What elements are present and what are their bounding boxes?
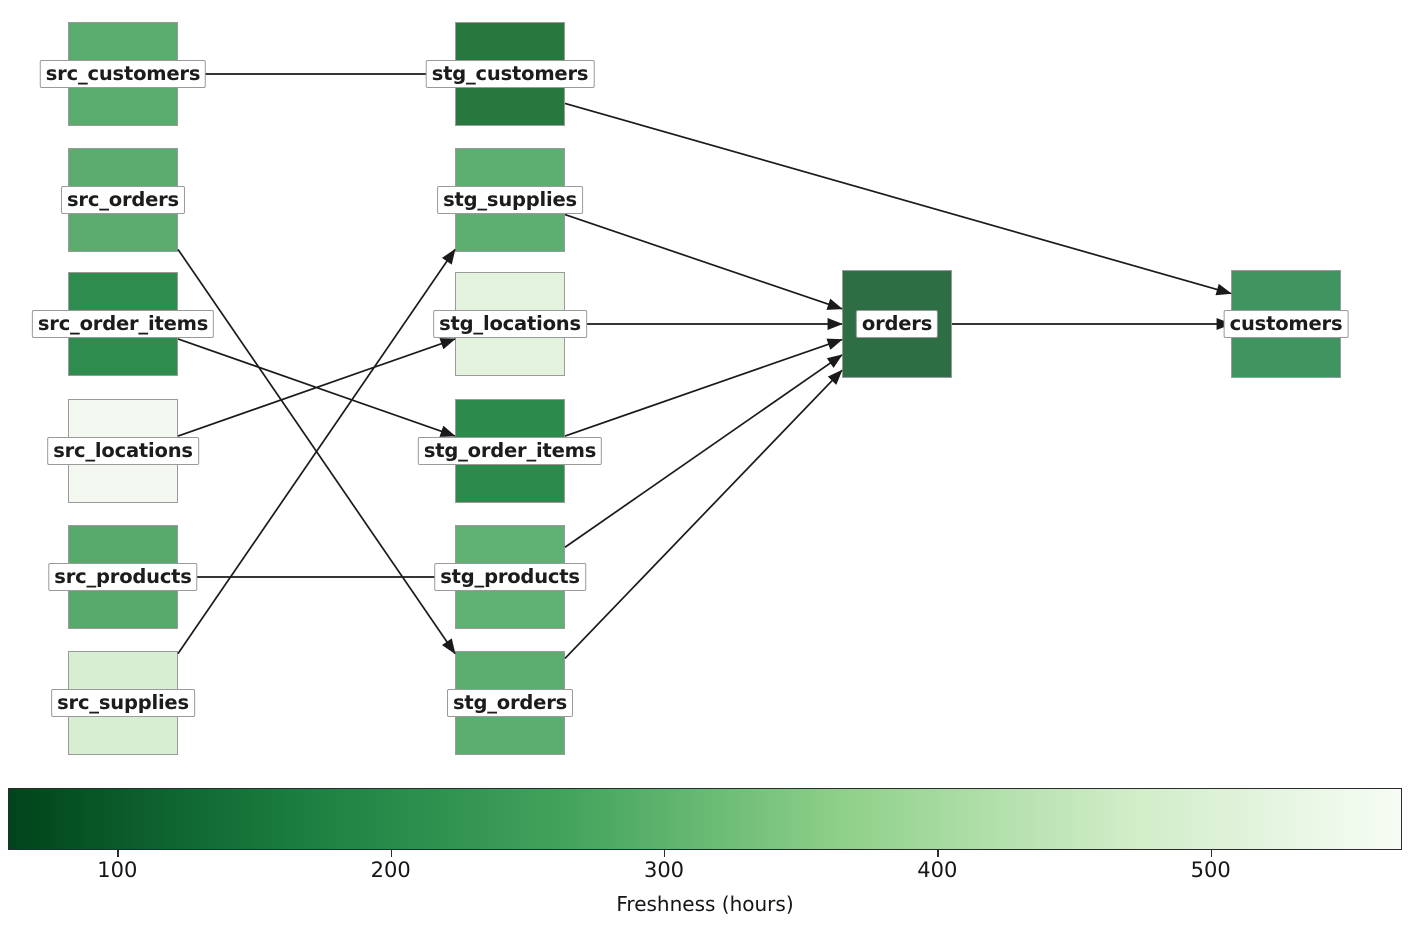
colorbar-gradient[interactable] <box>8 788 1402 850</box>
node-label-stg_customers[interactable]: stg_customers <box>425 59 595 89</box>
colorbar-tick-label-400: 400 <box>917 858 958 882</box>
node-label-stg_orders[interactable]: stg_orders <box>446 688 574 718</box>
colorbar-tick-label-200: 200 <box>370 858 411 882</box>
node-label-src_locations[interactable]: src_locations <box>47 436 199 466</box>
node-label-stg_supplies[interactable]: stg_supplies <box>437 185 583 215</box>
node-label-src_orders[interactable]: src_orders <box>61 185 185 215</box>
colorbar-tick-100 <box>117 850 119 857</box>
colorbar-tick-500 <box>1210 850 1213 857</box>
colorbar-legend: 100 200 300 400 500 Freshness (hours) <box>8 788 1402 916</box>
colorbar-tick-label-500: 500 <box>1190 858 1231 882</box>
edge-stg_supplies-to-orders <box>564 213 843 310</box>
colorbar-tick-400 <box>937 850 939 857</box>
edge-stg_products-to-orders <box>564 354 843 548</box>
node-label-src_order_items[interactable]: src_order_items <box>31 309 215 339</box>
edge-src_locations-to-stg_locations <box>177 338 456 437</box>
node-label-customers[interactable]: customers <box>1223 309 1349 339</box>
node-label-src_customers[interactable]: src_customers <box>39 59 207 89</box>
node-label-stg_order_items[interactable]: stg_order_items <box>417 436 603 466</box>
edge-src_supplies-to-stg_supplies <box>177 248 456 655</box>
colorbar-axis-label: Freshness (hours) <box>616 892 794 916</box>
node-label-stg_products[interactable]: stg_products <box>434 562 586 592</box>
colorbar-tick-200 <box>390 850 393 857</box>
node-label-stg_locations[interactable]: stg_locations <box>433 309 587 339</box>
node-label-src_supplies[interactable]: src_supplies <box>51 688 195 718</box>
colorbar-tick-label-300: 300 <box>643 858 685 882</box>
colorbar-tick-label-100: 100 <box>97 858 138 882</box>
edges-group <box>177 73 1232 660</box>
colorbar-tick-300 <box>664 850 666 857</box>
edge-stg_customers-to-customers <box>564 102 1232 296</box>
edge-stg_order_items-to-orders <box>564 338 843 437</box>
node-label-src_products[interactable]: src_products <box>48 562 198 592</box>
node-label-orders[interactable]: orders <box>855 309 939 339</box>
edge-stg_orders-to-orders <box>564 369 843 660</box>
